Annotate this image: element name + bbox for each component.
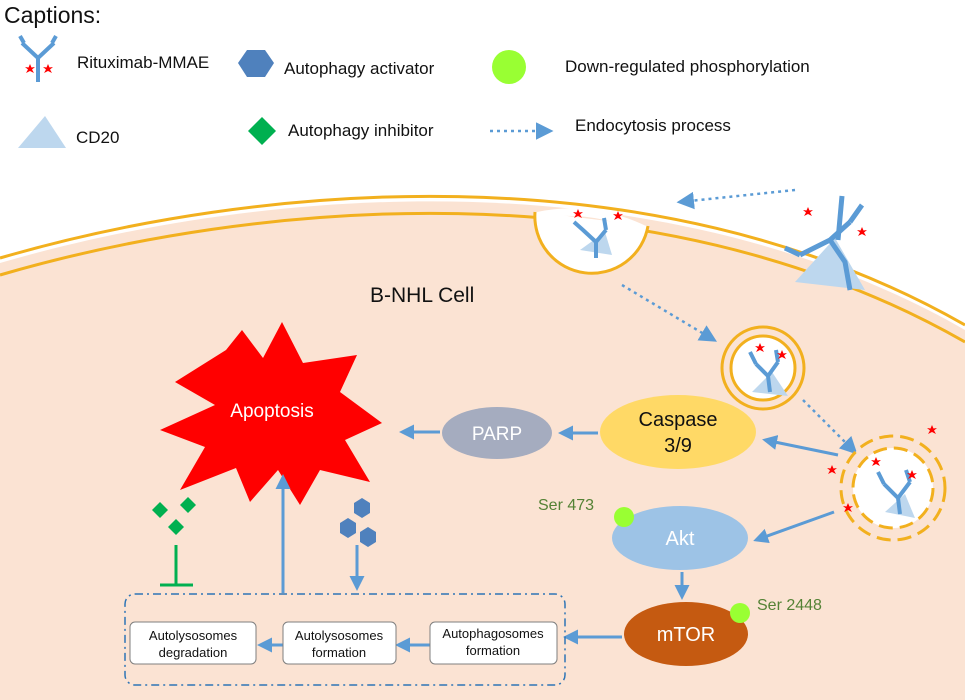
arrow-lysosome-to-caspase: [762, 435, 839, 457]
autophagy-step-autophagosome-formation: [429, 621, 558, 665]
legend-label-cd20: CD20: [76, 128, 120, 147]
mtor-phospho-dot: [730, 603, 750, 623]
endocytosis-arrow-1: [676, 188, 796, 210]
caspase-label-line1: Caspase: [639, 409, 718, 431]
apoptosis-burst: [160, 322, 382, 505]
endocytic-pit: [533, 208, 650, 275]
legend-label-activator: Autophagy activator: [284, 59, 435, 78]
parp-node: [442, 407, 552, 459]
mtor-node: [624, 602, 748, 666]
blue-triangle-icon: [18, 116, 66, 148]
endocytosis-arrow-3: [802, 399, 858, 455]
inhibitor-bar: [160, 545, 193, 587]
parp-label: PARP: [472, 424, 522, 445]
legend-label-inhibitor: Autophagy inhibitor: [288, 121, 434, 140]
legend-label-phospho: Down-regulated phosphorylation: [565, 57, 810, 76]
mtor-label: mTOR: [657, 624, 716, 646]
caspase-label-line2: 3/9: [664, 435, 692, 457]
cell-label: B-NHL Cell: [370, 284, 474, 307]
legend-title: Captions:: [4, 2, 102, 28]
step-autolysosome-line2: formation: [312, 645, 366, 660]
autophagy-step-autolysosome-formation: [282, 621, 397, 665]
apoptosis-label: Apoptosis: [230, 401, 313, 422]
autophagy-step-degradation: [129, 621, 257, 665]
blue-hexagon-icon: [238, 50, 274, 77]
antibody-drug-conjugate-icon: [18, 35, 58, 82]
legend-label-endocytosis: Endocytosis process: [575, 116, 731, 135]
inhibitor-diamonds: [152, 497, 196, 535]
green-diamond-icon: [248, 117, 276, 145]
step-degradation-line2: degradation: [159, 645, 228, 660]
activator-hexagons: [340, 498, 376, 547]
step-autophagosome-line2: formation: [466, 643, 520, 658]
step-autophagosome-line1: Autophagosomes: [442, 626, 544, 641]
autophagy-process-box: [124, 593, 566, 686]
akt-phospho-dot: [614, 507, 634, 527]
mtor-site-label: Ser 2448: [757, 597, 822, 614]
akt-node: [612, 506, 748, 570]
akt-label: Akt: [666, 528, 695, 550]
step-degradation-line1: Autolysosomes: [149, 628, 238, 643]
lysosome: [827, 425, 947, 542]
green-circle-icon: [492, 50, 526, 84]
internalizing-complex: [572, 209, 623, 258]
caspase-node: [600, 395, 756, 469]
legend-label-rituximab: Rituximab-MMAE: [77, 53, 210, 72]
akt-site-label: Ser 473: [538, 497, 594, 514]
arrow-lysosome-to-akt: [753, 510, 835, 544]
step-autolysosome-line1: Autolysosomes: [295, 628, 384, 643]
endosome: [720, 325, 806, 411]
surface-antibody-complex: [783, 195, 867, 291]
